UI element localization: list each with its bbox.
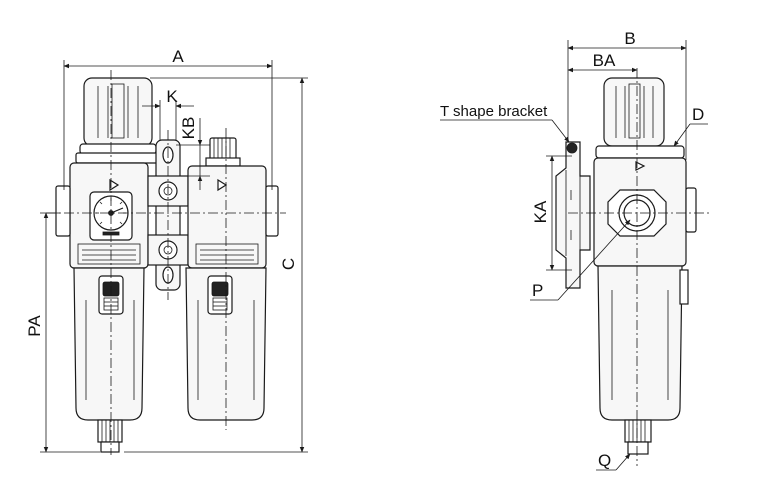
label-a: A (172, 47, 184, 66)
label-t-shape-bracket: T shape bracket (440, 103, 548, 120)
side-body (593, 157, 697, 267)
callout-d: D (673, 105, 708, 147)
callout-t-bracket: T shape bracket (440, 103, 570, 143)
dimension-k: K (142, 87, 194, 140)
filter-regulator-body (55, 162, 149, 269)
callout-p: P (530, 219, 631, 301)
filter-bowl (73, 267, 145, 453)
label-q: Q (598, 451, 611, 470)
dimension-ba: BA (567, 51, 638, 73)
regulator-knob (75, 77, 161, 164)
label-b: B (624, 29, 635, 48)
side-bowl (597, 265, 689, 455)
front-view: A C PA K (25, 47, 308, 455)
dimension-ka: KA (531, 155, 572, 271)
dimension-c: C (124, 77, 308, 453)
label-ka: KA (531, 200, 550, 223)
dimension-b: B (567, 29, 687, 160)
label-ba: BA (593, 51, 616, 70)
label-k: K (166, 87, 178, 106)
label-p: P (532, 281, 543, 300)
dimension-a: A (63, 47, 273, 190)
lubricator-body (187, 137, 279, 269)
t-shape-bracket (555, 141, 591, 289)
label-c: C (279, 258, 298, 270)
side-regulator-knob (595, 77, 685, 159)
dimension-pa: PA (25, 212, 100, 453)
dimension-kb: KB (176, 117, 210, 190)
label-d: D (692, 105, 704, 124)
callout-q: Q (596, 451, 631, 471)
label-pa: PA (25, 315, 44, 337)
label-kb: KB (179, 117, 198, 140)
side-view: B BA KA T shape bracket D P (440, 29, 710, 471)
